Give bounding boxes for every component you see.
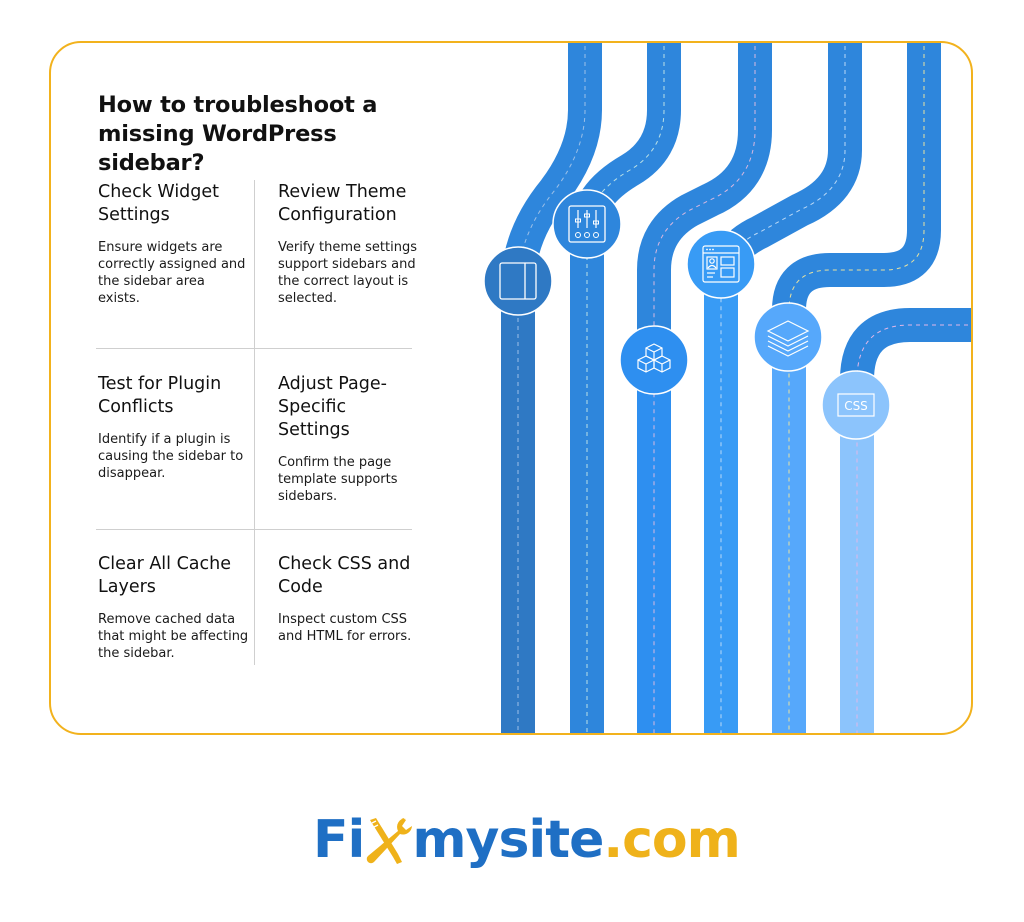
grid-divider-horizontal-2 [96, 529, 412, 530]
step-heading: Adjust Page-Specific Settings [278, 374, 387, 440]
sliders-icon [552, 189, 622, 259]
step-heading: Test for Plugin Conflicts [98, 374, 222, 417]
logo-text-mysite: mysite [412, 810, 604, 870]
step-body: Verify theme settings support sidebars a… [278, 240, 417, 306]
step-heading: Review Theme Configuration [278, 182, 407, 225]
grid-divider-vertical [254, 180, 255, 665]
step-body: Inspect custom CSS and HTML for errors. [278, 612, 412, 644]
road-5 [772, 43, 941, 733]
step-body: Confirm the page template supports sideb… [278, 455, 398, 504]
step-body: Identify if a plugin is causing the side… [98, 432, 244, 481]
road-3 [637, 43, 772, 733]
page-template-icon [686, 229, 756, 299]
sidebar-layout-icon [483, 246, 553, 316]
wrench-screwdriver-icon [367, 817, 413, 864]
cubes-icon [619, 325, 689, 395]
fixmysite-logo: Fi mysite .com [313, 796, 741, 870]
step-heading: Clear All Cache Layers [98, 554, 232, 597]
step-body: Remove cached data that might be affecti… [98, 612, 249, 661]
step-heading: Check Widget Settings [98, 182, 220, 225]
layers-icon [753, 302, 823, 372]
step-adjust-page-settings: Adjust Page-Specific Settings Confirm th… [278, 373, 408, 505]
step-check-widget-settings: Check Widget Settings Ensure widgets are… [98, 181, 248, 307]
step-test-plugin-conflicts: Test for Plugin Conflicts Identify if a … [98, 373, 248, 482]
step-review-theme-configuration: Review Theme Configuration Verify theme … [278, 181, 428, 307]
grid-divider-horizontal-1 [96, 348, 412, 349]
css-icon: CSS [821, 370, 891, 440]
svg-text:CSS: CSS [844, 399, 868, 413]
step-heading: Check CSS and Code [278, 554, 411, 597]
page-title: How to troubleshoot a missing WordPress … [98, 92, 378, 176]
logo-text-fi: Fi [313, 810, 365, 870]
logo-text-dotcom: .com [603, 810, 740, 870]
step-check-css-and-code: Check CSS and Code Inspect custom CSS an… [278, 553, 423, 645]
step-body: Ensure widgets are correctly assigned an… [98, 240, 246, 306]
step-clear-cache-layers: Clear All Cache Layers Remove cached dat… [98, 553, 253, 662]
